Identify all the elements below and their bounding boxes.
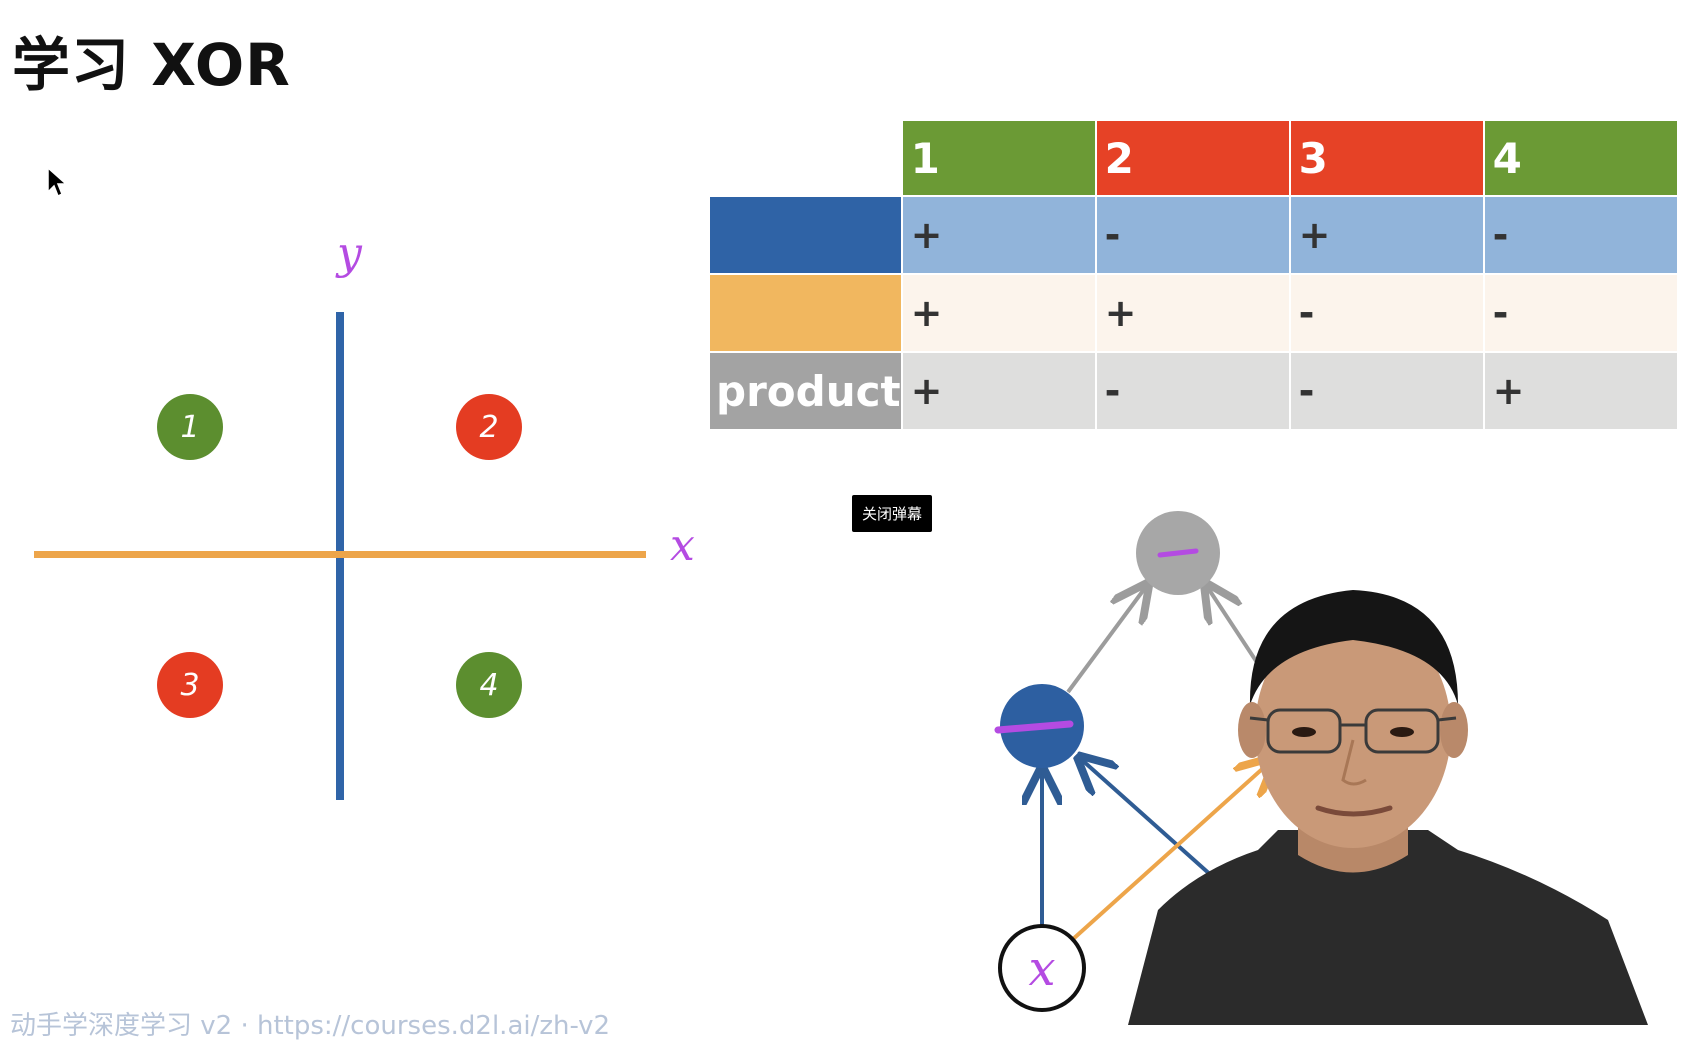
slide-title: 学习 XOR	[12, 31, 291, 99]
table-header-3: 3	[1290, 121, 1483, 195]
quadrant-point-2: 2	[456, 394, 522, 460]
table-cell: -	[1290, 353, 1483, 429]
table-header-1: 1	[902, 121, 1095, 195]
presenter-ear-left	[1238, 702, 1266, 758]
table-cell: +	[1290, 197, 1483, 273]
presenter-video	[1128, 590, 1648, 1025]
table-cell: -	[1484, 197, 1677, 273]
x-axis-label: x	[670, 520, 695, 571]
table-header-4: 4	[1484, 121, 1677, 195]
input-node	[998, 924, 1086, 1012]
table-corner	[710, 121, 901, 195]
presenter-eye-left	[1292, 727, 1316, 737]
slide-footer: 动手学深度学习 v2 · https://courses.d2l.ai/zh-v…	[10, 1011, 611, 1041]
table-row: + + - -	[710, 275, 1677, 351]
edge-input-to-orange	[1070, 762, 1270, 942]
quadrant-point-1: 1	[157, 394, 223, 460]
y-axis-label: y	[337, 228, 362, 279]
table-cell: -	[1096, 353, 1289, 429]
table-cell: -	[1096, 197, 1289, 273]
x-axis-line	[34, 551, 646, 558]
row-label-blue	[710, 197, 901, 273]
sign-table: 1 2 3 4 + - + - + + - - product + - - +	[708, 119, 1679, 431]
presenter-mouth	[1315, 805, 1393, 817]
glasses-icon	[1249, 708, 1457, 754]
output-sign-mark	[1157, 548, 1199, 558]
quadrant-point-3: 3	[157, 652, 223, 718]
table-cell: +	[1484, 353, 1677, 429]
table-header-row: 1 2 3 4	[710, 121, 1677, 195]
table-cell: +	[902, 275, 1095, 351]
input-node-label: x	[1028, 941, 1055, 997]
presenter-face	[1255, 612, 1451, 848]
presenter-hair	[1249, 590, 1458, 705]
table-header-2: 2	[1096, 121, 1289, 195]
row-label-product: product	[710, 353, 901, 429]
quadrant-point-4: 4	[456, 652, 522, 718]
presenter-shirt	[1128, 830, 1648, 1025]
table-row: + - + -	[710, 197, 1677, 273]
presenter-nose	[1341, 739, 1367, 786]
table-cell: -	[1290, 275, 1483, 351]
presenter-ear-right	[1440, 702, 1468, 758]
table-cell: +	[902, 353, 1095, 429]
presenter-eye-right	[1390, 727, 1414, 737]
table-row: product + - - +	[710, 353, 1677, 429]
mouse-cursor-icon	[47, 166, 68, 198]
row-label-orange	[710, 275, 901, 351]
table-cell: +	[1096, 275, 1289, 351]
table-cell: +	[902, 197, 1095, 273]
close-danmaku-tooltip[interactable]: 关闭弹幕	[852, 495, 933, 532]
table-cell: -	[1484, 275, 1677, 351]
hidden-blue-sign-mark	[994, 720, 1074, 734]
edge-blue-to-output	[1066, 588, 1145, 694]
